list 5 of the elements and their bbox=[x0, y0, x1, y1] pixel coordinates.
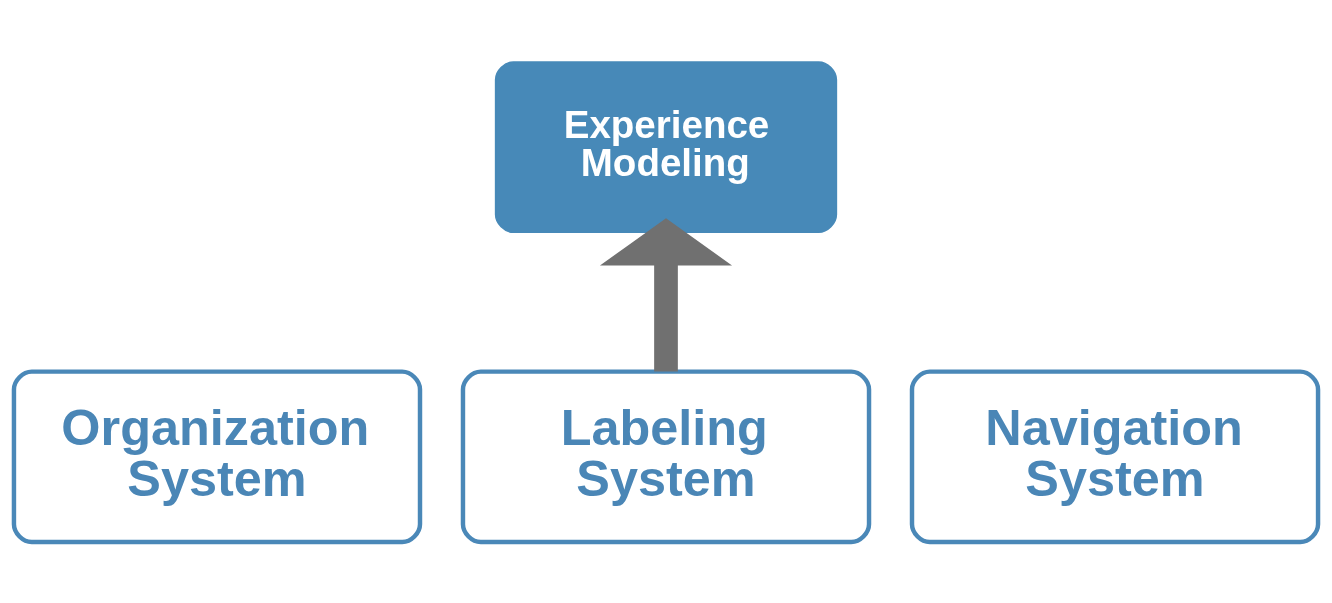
arrow bbox=[599, 217, 733, 372]
node-box: Organization System bbox=[11, 368, 423, 544]
node-box: Labeling System bbox=[460, 368, 872, 544]
node-box: Navigation System bbox=[909, 368, 1321, 544]
node-box: Experience Modeling bbox=[494, 60, 838, 233]
